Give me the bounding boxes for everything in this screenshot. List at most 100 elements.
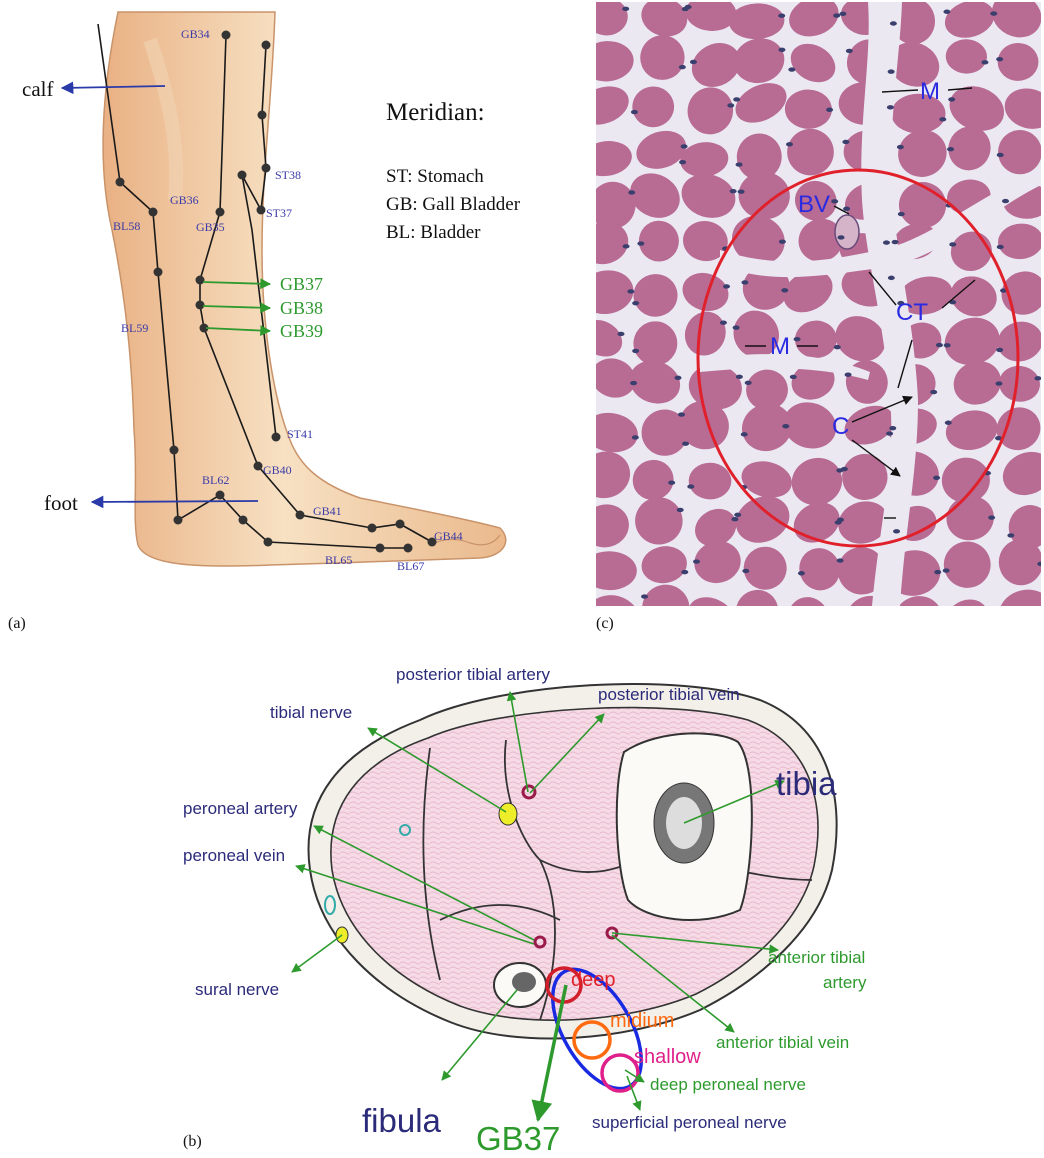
point-bl62: BL62 bbox=[202, 473, 229, 487]
nucleus bbox=[798, 571, 805, 575]
label-shallow: shallow bbox=[634, 1046, 701, 1068]
foot-label: foot bbox=[44, 491, 78, 515]
nucleus bbox=[944, 343, 951, 347]
nucleus bbox=[741, 432, 748, 436]
nucleus bbox=[580, 165, 587, 169]
nucleus bbox=[727, 103, 734, 107]
nucleus bbox=[839, 12, 846, 16]
nucleus bbox=[883, 240, 890, 244]
nucleus bbox=[687, 484, 694, 488]
label-peroneal-artery: peroneal artery bbox=[183, 799, 298, 818]
nucleus bbox=[617, 332, 624, 336]
nucleus bbox=[690, 60, 697, 64]
nucleus bbox=[936, 343, 943, 347]
panel-a: calf foot GB34 ST38 GB36 ST37 GB35 BL58 … bbox=[8, 12, 521, 632]
nucleus bbox=[823, 614, 830, 618]
nucleus bbox=[983, 619, 990, 623]
point-gb37: GB37 bbox=[280, 274, 323, 294]
nucleus bbox=[897, 145, 904, 149]
nucleus bbox=[779, 240, 786, 244]
point-gb34: GB34 bbox=[181, 27, 210, 41]
panel-c: M BV CT M C (c) bbox=[572, 0, 1044, 651]
nucleus bbox=[948, 97, 955, 101]
nucleus bbox=[579, 54, 586, 58]
nucleus bbox=[731, 517, 738, 521]
label-sural-nerve: sural nerve bbox=[195, 980, 279, 999]
nucleus bbox=[790, 375, 797, 379]
point-gb38: GB38 bbox=[280, 298, 323, 318]
point-st41: ST41 bbox=[287, 427, 313, 441]
nucleus bbox=[637, 241, 644, 245]
nucleus bbox=[930, 390, 937, 394]
nucleus bbox=[833, 13, 840, 17]
nucleus bbox=[733, 97, 740, 101]
nucleus bbox=[990, 11, 997, 15]
nucleus bbox=[632, 301, 639, 305]
nucleus bbox=[685, 5, 692, 9]
label-anterior-tibial-artery-1: anterior tibial bbox=[768, 948, 865, 967]
nucleus bbox=[782, 424, 789, 428]
nucleus bbox=[845, 372, 852, 376]
point-bl67: BL67 bbox=[397, 559, 424, 573]
nucleus bbox=[632, 349, 639, 353]
nucleus bbox=[677, 508, 684, 512]
nucleus bbox=[947, 147, 954, 151]
label-gb37: GB37 bbox=[476, 1120, 560, 1157]
nucleus bbox=[581, 561, 588, 565]
point-gb35: GB35 bbox=[196, 220, 225, 234]
nucleus bbox=[949, 242, 956, 246]
nucleus bbox=[1034, 376, 1041, 380]
nucleus bbox=[1007, 533, 1014, 537]
nucleus bbox=[631, 110, 638, 114]
label-c: C bbox=[832, 413, 849, 440]
nucleus bbox=[996, 348, 1003, 352]
nucleus bbox=[622, 7, 629, 11]
nucleus bbox=[786, 142, 793, 146]
nucleus bbox=[630, 381, 637, 385]
nucleus bbox=[588, 193, 595, 197]
nucleus bbox=[834, 345, 841, 349]
meridian-entry-gb: GB: Gall Bladder bbox=[386, 194, 521, 215]
caption-b: (b) bbox=[183, 1133, 202, 1150]
label-fibula: fibula bbox=[362, 1102, 442, 1139]
nucleus bbox=[681, 144, 688, 148]
nucleus bbox=[585, 616, 592, 620]
nucleus bbox=[641, 594, 648, 598]
label-superficial-peroneal-nerve: superficial peroneal nerve bbox=[592, 1113, 787, 1132]
point-gb40: GB40 bbox=[263, 463, 292, 477]
label-bv: BV bbox=[798, 191, 830, 218]
nucleus bbox=[843, 207, 850, 211]
point-bl58: BL58 bbox=[113, 219, 140, 233]
nucleus bbox=[934, 570, 941, 574]
nucleus bbox=[730, 189, 737, 193]
point-gb39: GB39 bbox=[280, 321, 323, 341]
nucleus bbox=[720, 320, 727, 324]
nucleus bbox=[997, 245, 1004, 249]
nucleus bbox=[579, 484, 586, 488]
nucleus bbox=[1002, 199, 1009, 203]
nucleus bbox=[837, 518, 844, 522]
nucleus bbox=[738, 189, 745, 193]
point-bl65: BL65 bbox=[325, 553, 352, 567]
nucleus bbox=[778, 14, 785, 18]
nucleus bbox=[678, 412, 685, 416]
nucleus bbox=[674, 376, 681, 380]
nucleus bbox=[734, 513, 741, 517]
nucleus bbox=[892, 627, 899, 631]
nucleus bbox=[893, 529, 900, 533]
label-deep-peroneal-nerve: deep peroneal nerve bbox=[650, 1075, 806, 1094]
label-m-top: M bbox=[920, 78, 940, 105]
nucleus bbox=[888, 276, 895, 280]
meridian-entry-bl: BL: Bladder bbox=[386, 222, 481, 243]
nucleus bbox=[734, 613, 741, 617]
nucleus bbox=[939, 117, 946, 121]
nucleus bbox=[741, 280, 748, 284]
nucleus bbox=[627, 289, 634, 293]
nucleus bbox=[887, 105, 894, 109]
nucleus bbox=[981, 60, 988, 64]
nucleus bbox=[988, 515, 995, 519]
nucleus bbox=[693, 559, 700, 563]
nucleus bbox=[679, 160, 686, 164]
nucleus bbox=[943, 568, 950, 572]
nucleus bbox=[581, 517, 588, 521]
